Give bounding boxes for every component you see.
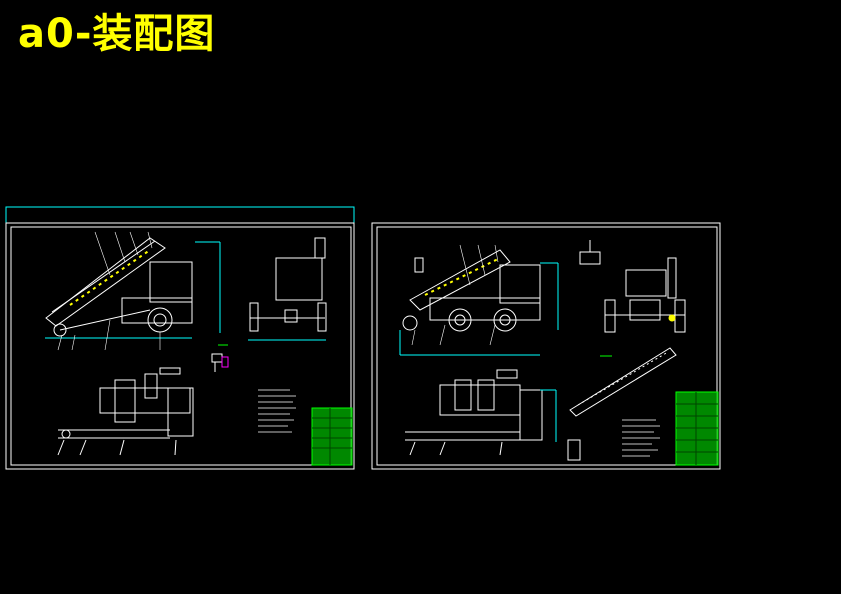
sheet-1-detail-view <box>211 344 229 372</box>
sheet-2[interactable] <box>371 222 721 470</box>
sheet-1-technical-notes <box>258 389 296 433</box>
sheet-2-inner-border <box>376 226 718 466</box>
sheet-1-title-block <box>311 407 353 466</box>
sheet-1-dimension-strip <box>5 206 355 224</box>
sheet-2-title-block <box>675 391 719 466</box>
sheet-1-outer-border <box>5 222 355 470</box>
sheet-1-plan-view <box>57 367 194 456</box>
sheet-2-conveyor-detail <box>567 347 677 461</box>
sheet-1-inner-border <box>10 226 352 466</box>
sheet-2-side-view <box>399 249 559 356</box>
sheet-1-balloon-leaders <box>57 231 161 351</box>
sheet-2-balloon-leaders <box>411 244 499 346</box>
sheet-2-plan-view <box>405 369 557 456</box>
sheet-2-outer-border <box>371 222 721 470</box>
sheet-1-end-view <box>248 237 327 341</box>
sheet-1[interactable] <box>5 206 355 470</box>
sheet-2-technical-notes <box>622 419 660 457</box>
sheet-2-end-view <box>579 240 686 333</box>
drawing-title: a0-装配图 <box>18 11 216 57</box>
sheet-1-side-view <box>45 237 221 339</box>
